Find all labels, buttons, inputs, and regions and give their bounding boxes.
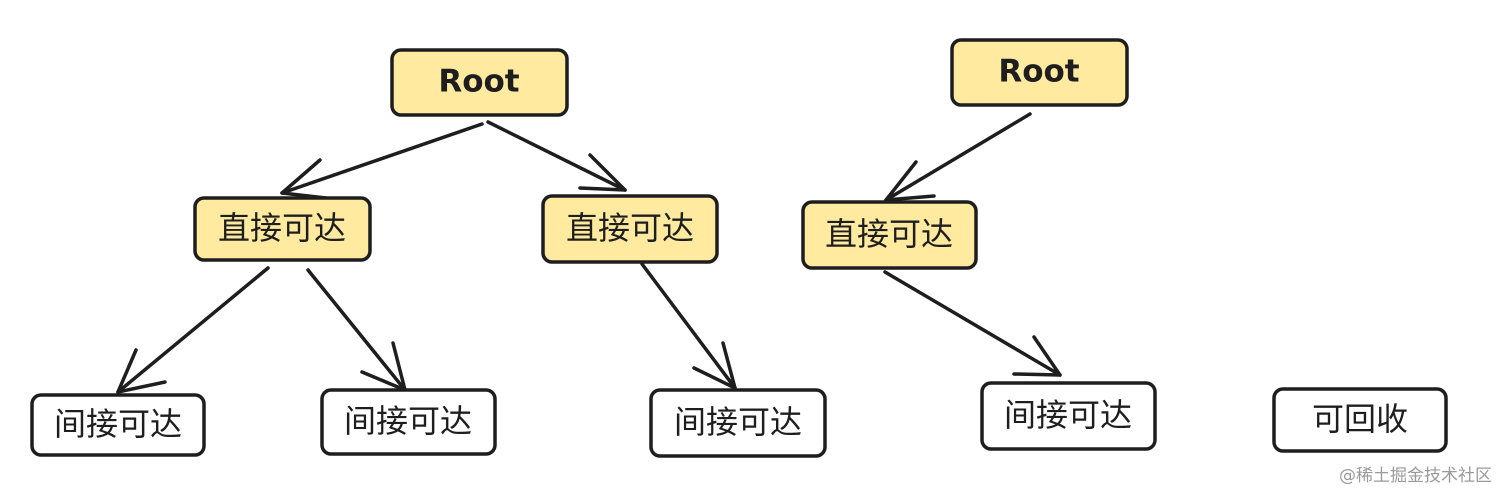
root-node-left-label: Root	[438, 64, 519, 100]
direct-node-1-label: 直接可达	[218, 209, 346, 247]
arrow-root-to-direct-2	[486, 120, 627, 192]
arrow-direct-1-to-indirect-1	[116, 266, 270, 394]
direct-node-2-label: 直接可达	[566, 209, 694, 247]
indirect-node-4-label: 间接可达	[1004, 396, 1132, 434]
direct-node-3: 直接可达	[801, 200, 978, 270]
arrow-root-to-direct-1	[280, 122, 484, 200]
indirect-node-1: 间接可达	[30, 393, 206, 457]
arrow-direct-3-to-indirect-4	[883, 270, 1062, 377]
direct-node-1: 直接可达	[193, 196, 372, 262]
arrow-direct-1-to-indirect-2	[306, 268, 407, 392]
arrow-root-right-to-direct-3	[884, 112, 1032, 202]
collectable-node-label: 可回收	[1312, 400, 1408, 438]
arrow-direct-2-to-indirect-3	[640, 262, 737, 390]
indirect-node-1-label: 间接可达	[54, 405, 182, 443]
watermark: @稀土掘金技术社区	[1339, 466, 1492, 486]
indirect-node-2-label: 间接可达	[344, 402, 472, 440]
collectable-node: 可回收	[1272, 387, 1448, 453]
indirect-node-2: 间接可达	[320, 388, 497, 456]
direct-node-3-label: 直接可达	[825, 215, 953, 253]
root-node-left: Root	[390, 48, 569, 117]
indirect-node-4: 间接可达	[980, 381, 1157, 451]
root-node-right: Root	[950, 38, 1129, 107]
indirect-node-3: 间接可达	[649, 388, 827, 458]
indirect-node-3-label: 间接可达	[674, 403, 802, 441]
root-node-right-label: Root	[998, 54, 1079, 90]
direct-node-2: 直接可达	[541, 194, 719, 264]
